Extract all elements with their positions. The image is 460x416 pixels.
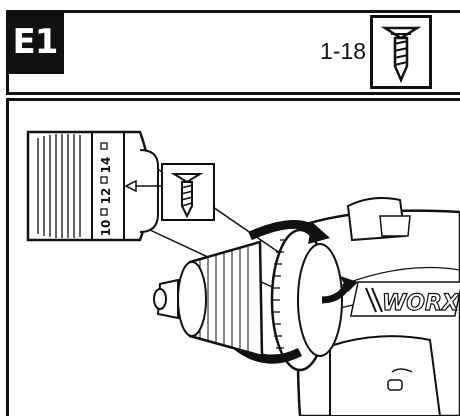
- screw-icon: [380, 26, 422, 84]
- dial-setting-10: 10: [99, 220, 113, 237]
- worx-logo: WORX: [349, 281, 460, 317]
- brand-logo-text: WORX: [382, 291, 460, 316]
- dial-setting-12: 12: [99, 188, 113, 205]
- inset-screw-icon: [170, 173, 204, 219]
- dial-inset: 14 12 10: [26, 130, 215, 242]
- step-badge: E1: [6, 10, 64, 74]
- drill-chuck: [153, 240, 264, 358]
- illustration-panel: [6, 98, 460, 416]
- screw-mode-box: [370, 15, 432, 89]
- torque-range-label: 1-18: [320, 38, 367, 64]
- dial-setting-14: 14: [99, 157, 113, 174]
- rotation-arrows-icon: [222, 220, 358, 364]
- header-divider: [6, 92, 460, 101]
- torque-collar: [270, 228, 343, 372]
